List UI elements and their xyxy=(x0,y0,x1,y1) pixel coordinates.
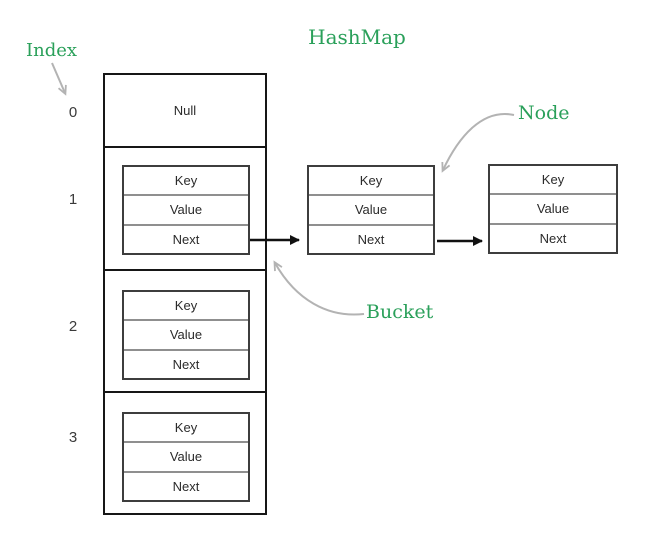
chain2-next-field: Next xyxy=(490,222,616,252)
bucket1-value-field: Value xyxy=(124,194,248,223)
bucket-label: Bucket xyxy=(366,301,434,323)
array-cell-divider xyxy=(104,269,266,271)
index-label: Index xyxy=(26,40,78,61)
bucket-callout-arrow xyxy=(273,260,365,316)
node-callout-arrow xyxy=(441,112,515,173)
chain1-value-field: Value xyxy=(309,194,433,223)
chain-node-2: Key Value Next xyxy=(488,164,618,254)
bucket2-key-field: Key xyxy=(174,298,198,314)
bucket3-value-field: Value xyxy=(124,441,248,470)
index-value-3: 3 xyxy=(68,429,78,446)
chain-node-1: Key Value Next xyxy=(307,165,435,255)
chain2-key-field: Key xyxy=(541,172,565,188)
bucket3-node: Key Value Next xyxy=(122,412,250,502)
bucket0-null-cell: Null xyxy=(173,102,197,118)
bucket1-next-field: Next xyxy=(124,223,248,253)
index-value-1: 1 xyxy=(68,191,78,208)
chain1-key-field: Key xyxy=(359,173,383,189)
node-label: Node xyxy=(518,102,570,124)
index-pointer-arrow xyxy=(51,62,67,96)
chain1-next-field: Next xyxy=(309,223,433,253)
index-value-0: 0 xyxy=(68,104,78,121)
bucket2-value-field: Value xyxy=(124,319,248,348)
bucket3-key-field: Key xyxy=(174,420,198,436)
array-cell-divider xyxy=(104,391,266,393)
bucket1-key-field: Key xyxy=(174,173,198,189)
bucket2-node: Key Value Next xyxy=(122,290,250,380)
diagram-title: HashMap xyxy=(308,25,406,49)
bucket1-node: Key Value Next xyxy=(122,165,250,255)
chain2-value-field: Value xyxy=(490,193,616,222)
bucket3-next-field: Next xyxy=(124,470,248,500)
array-cell-divider xyxy=(104,146,266,148)
bucket2-next-field: Next xyxy=(124,348,248,378)
index-value-2: 2 xyxy=(68,318,78,335)
